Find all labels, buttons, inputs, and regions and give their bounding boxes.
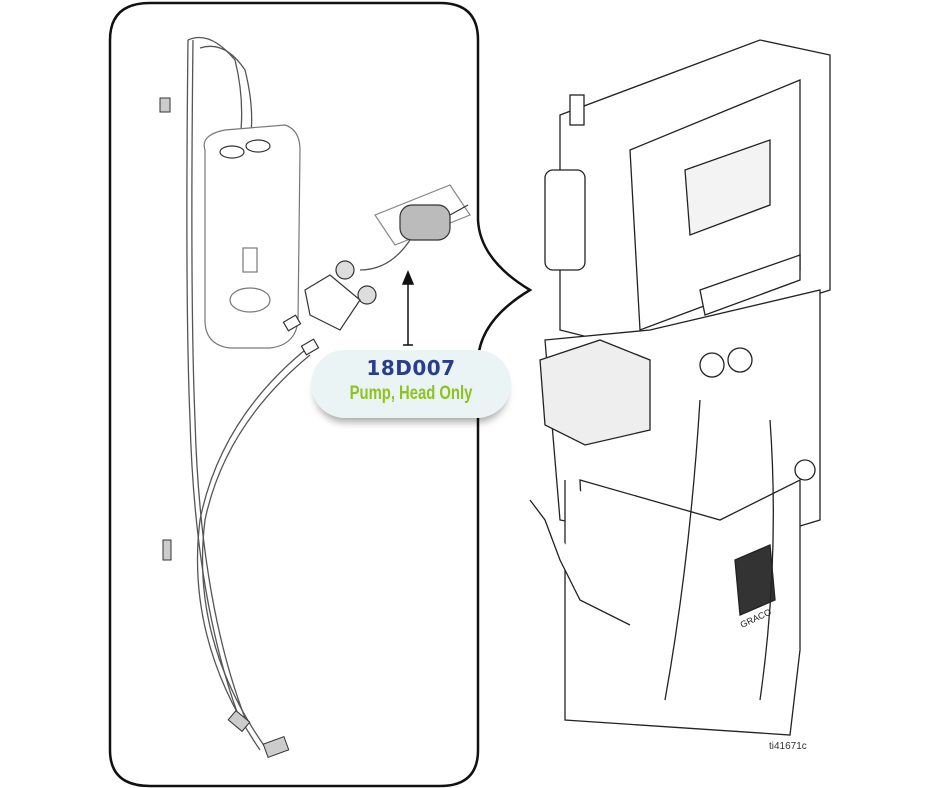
reservoir (203, 124, 301, 349)
manifold (282, 274, 361, 356)
dispensing-machine: GRACO (529, 39, 831, 736)
callout-leader (401, 270, 415, 346)
figure-id: ti41671c (769, 741, 807, 752)
fittings (159, 97, 290, 758)
part-number: 18D007 (366, 356, 456, 380)
part-description: Pump, Head Only (349, 383, 473, 404)
tubing (186, 36, 411, 751)
pump-head (335, 184, 471, 305)
part-callout: 18D007 Pump, Head Only (311, 350, 511, 418)
